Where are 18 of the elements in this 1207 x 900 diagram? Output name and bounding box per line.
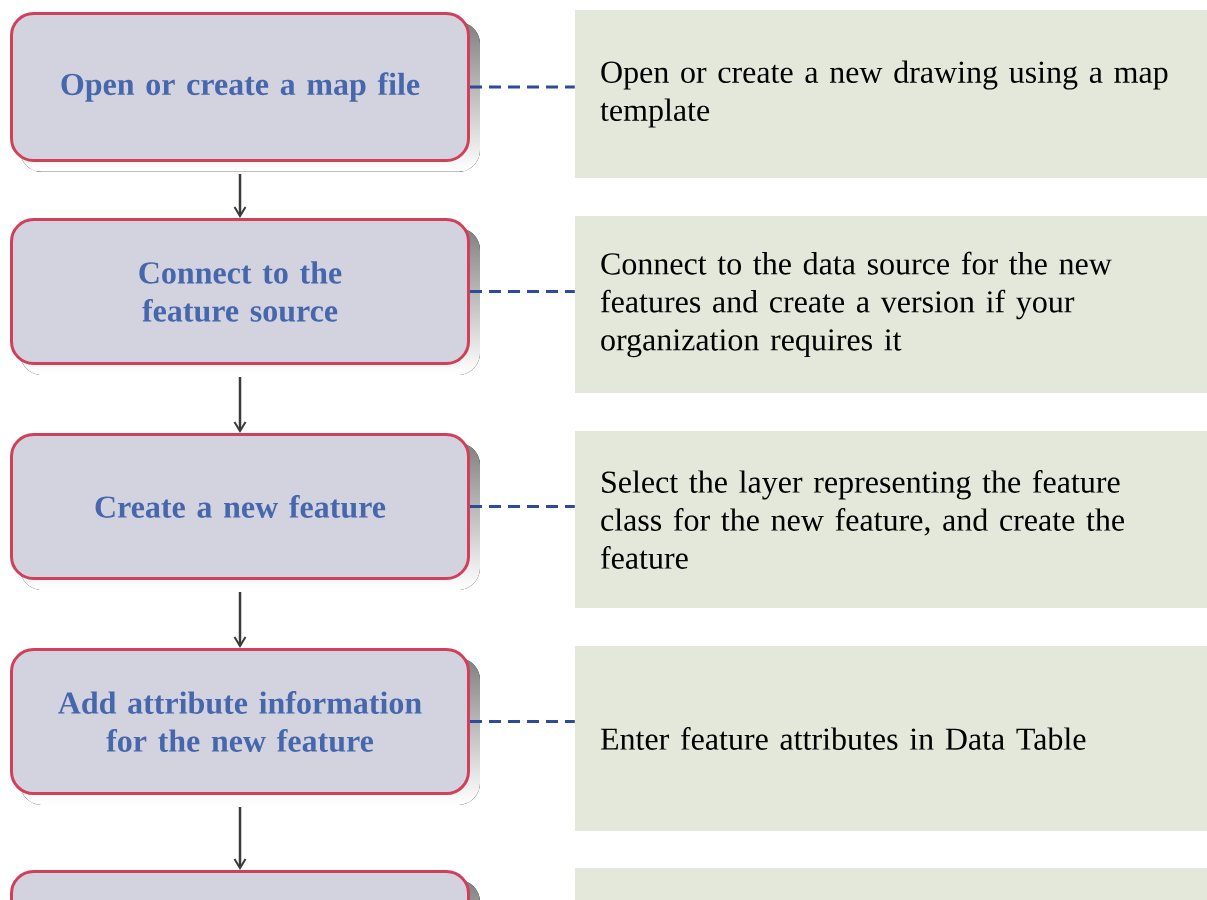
description-panel: Open or create a new drawing using a map template	[575, 10, 1207, 178]
description-panel: Enter feature attributes in Data Table	[575, 646, 1207, 831]
connector-line	[470, 720, 575, 723]
arrow	[233, 174, 247, 218]
process-box: Create a new feature	[10, 433, 480, 590]
description-panel: Connect to the data source for the new features and create a version if your organization requires it	[575, 216, 1207, 393]
arrow	[233, 807, 247, 870]
process-box: Open or create a map file	[10, 12, 480, 172]
process-box	[10, 870, 480, 900]
connector-line	[470, 290, 575, 293]
arrow	[233, 377, 247, 433]
description-panel	[575, 868, 1207, 900]
arrow	[233, 592, 247, 648]
process-box: Connect to the feature source	[10, 218, 480, 375]
process-box: Add attribute information for the new feature	[10, 648, 480, 805]
description-panel: Select the layer representing the feature class for the new feature, and create the feature	[575, 431, 1207, 608]
connector-line	[470, 85, 575, 89]
connector-line	[470, 505, 575, 508]
